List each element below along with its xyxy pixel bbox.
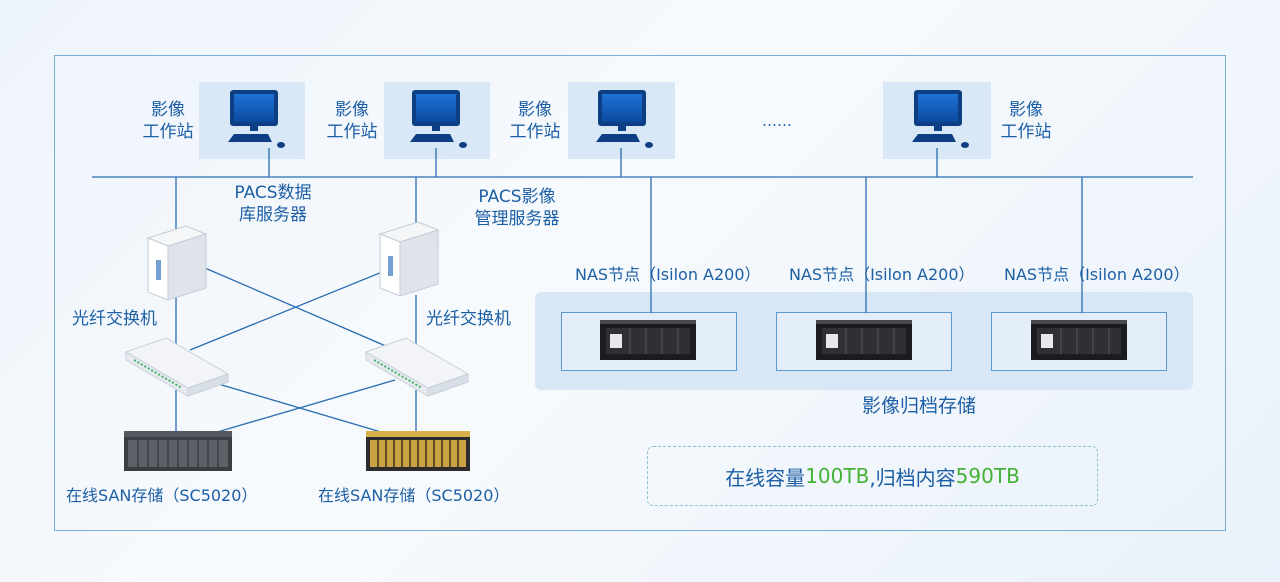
monitor-icon — [410, 90, 467, 148]
workstation-label-line1: 影像 — [335, 100, 369, 120]
online-capacity-value: 100TB — [805, 464, 870, 488]
pacs-db-line1: PACS数据 — [234, 183, 312, 203]
switch-right-san-left — [189, 379, 396, 441]
archive-capacity-value: 590TB — [955, 464, 1020, 488]
nas-appliance-icon — [1031, 320, 1127, 360]
nas-node-model: （Isilon A200） — [854, 265, 975, 284]
nas-node-model: （Isilon A200） — [1069, 265, 1190, 284]
server-left-switch-right — [204, 267, 396, 351]
workstation-label-line2: 工作站 — [326, 122, 378, 142]
workstation-label-3: 影像 工作站 — [499, 99, 571, 143]
switch-icon — [364, 337, 470, 397]
nas-label-3: NAS节点（Isilon A200） — [1004, 264, 1190, 286]
monitor-icon — [912, 90, 969, 148]
nas-node-name: NAS节点 — [789, 265, 855, 284]
pacs-mgmt-line1: PACS影像 — [478, 187, 556, 207]
summary-prefix: 在线容量 — [725, 465, 806, 490]
nas-appliance-icon — [816, 320, 912, 360]
server-right-switch-left — [189, 267, 393, 351]
summary-middle: ,归档内容 — [869, 465, 956, 490]
storage-array-icon — [124, 431, 232, 471]
workstation-label-line1: 影像 — [518, 100, 552, 120]
pacs-mgmt-line2: 管理服务器 — [474, 209, 560, 229]
switch-label-right: 光纤交换机 — [426, 309, 511, 329]
monitor-icon — [228, 90, 285, 148]
archive-storage-label: 影像归档存储 — [862, 395, 977, 417]
nas-label-1: NAS节点（Isilon A200） — [575, 264, 761, 286]
workstation-label-4: 影像 工作站 — [990, 99, 1062, 143]
switch-icon — [124, 337, 230, 397]
workstation-label-1: 影像 工作站 — [132, 99, 204, 143]
server-tower-icon — [146, 225, 208, 301]
workstation-label-line2: 工作站 — [142, 122, 194, 142]
san-label-right: 在线SAN存储（SC5020） — [318, 486, 510, 505]
switch-left-san-right — [204, 379, 409, 441]
switch-label-left: 光纤交换机 — [72, 309, 157, 329]
storage-array-icon — [366, 431, 470, 471]
workstation-label-line2: 工作站 — [1000, 122, 1052, 142]
workstation-label-2: 影像 工作站 — [316, 99, 388, 143]
workstation-label-line1: 影像 — [151, 100, 185, 120]
workstation-label-line1: 影像 — [1009, 100, 1043, 120]
ellipsis: …… — [762, 112, 792, 130]
san-label-left: 在线SAN存储（SC5020） — [66, 486, 258, 505]
nas-node-name: NAS节点 — [575, 265, 641, 284]
nas-node-name: NAS节点 — [1004, 265, 1070, 284]
nas-label-2: NAS节点（Isilon A200） — [789, 264, 975, 286]
pacs-db-line2: 库服务器 — [239, 205, 307, 225]
nas-appliance-icon — [600, 320, 696, 360]
pacs-mgmt-server-label: PACS影像 管理服务器 — [452, 186, 582, 230]
diagram-frame — [54, 55, 1226, 531]
nas-node-model: （Isilon A200） — [640, 265, 761, 284]
server-tower-icon — [378, 221, 440, 297]
monitor-icon — [596, 90, 653, 148]
workstation-label-line2: 工作站 — [509, 122, 561, 142]
pacs-db-server-label: PACS数据 库服务器 — [212, 182, 334, 226]
